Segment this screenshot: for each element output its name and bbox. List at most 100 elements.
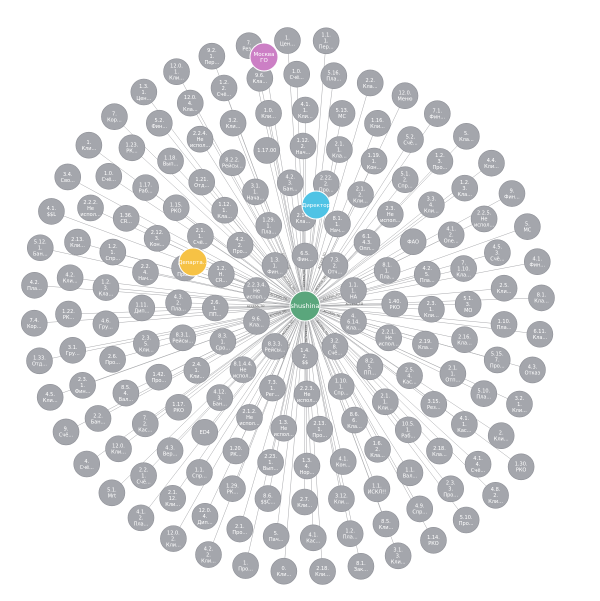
center-node[interactable]: shushina — [289, 290, 321, 322]
graph-node[interactable]: 1.36.CR... — [112, 205, 140, 232]
graph-node[interactable]: 2.5.4.Кас... — [396, 362, 423, 390]
node-circle[interactable] — [69, 372, 96, 399]
node-circle[interactable] — [52, 418, 80, 446]
node-circle[interactable] — [276, 169, 304, 197]
graph-node[interactable]: 2.1.1.Кла... — [326, 136, 353, 163]
node-circle[interactable] — [470, 205, 498, 233]
graph-node[interactable]: 1.1.Вал... — [396, 459, 424, 487]
node-circle[interactable] — [519, 356, 546, 384]
graph-node[interactable]: 1.29.РК... — [219, 475, 246, 502]
graph-node[interactable]: 5.12.1.Бан... — [26, 234, 54, 262]
node-circle[interactable] — [163, 58, 190, 86]
graph-node[interactable]: 1.6.2.Кла... — [364, 436, 391, 463]
graph-node[interactable]: 1.17.00 — [253, 137, 281, 164]
graph-node[interactable]: 5.10.Про... — [452, 506, 480, 534]
node-circle[interactable] — [426, 437, 453, 465]
hub-circle[interactable] — [301, 190, 331, 220]
node-circle[interactable] — [191, 502, 219, 530]
graph-node[interactable]: 8.5.4.Вал... — [112, 379, 140, 407]
node-circle[interactable] — [54, 163, 82, 191]
node-circle[interactable] — [373, 257, 401, 284]
node-circle[interactable] — [464, 450, 492, 478]
node-circle[interactable] — [26, 347, 53, 375]
graph-node[interactable]: 4.1.Кас... — [299, 524, 327, 552]
node-circle[interactable] — [327, 373, 355, 400]
node-circle[interactable] — [198, 42, 226, 70]
graph-node[interactable]: 1.10.1.Спр... — [327, 373, 355, 400]
graph-node[interactable]: 4.3.Вер... — [156, 437, 184, 464]
graph-node[interactable]: 2.13.1.Про... — [306, 415, 334, 443]
graph-node[interactable]: 1.Кли... — [75, 131, 103, 159]
graph-node[interactable]: 4.1.2.Пла... — [127, 504, 155, 532]
graph-node[interactable]: 4.6.Гру... — [92, 310, 120, 338]
node-circle[interactable] — [396, 459, 424, 487]
graph-node[interactable]: 4.12.3.Бан... — [206, 384, 234, 411]
node-circle[interactable] — [262, 522, 290, 550]
node-circle[interactable] — [528, 284, 555, 312]
node-circle[interactable] — [255, 99, 282, 127]
node-circle[interactable] — [420, 526, 447, 554]
graph-node[interactable]: 2.5.Кли... — [490, 274, 518, 302]
graph-node[interactable]: 9.6.Кла... — [243, 308, 270, 335]
graph-node[interactable]: 1.2.Н.CR... — [208, 260, 235, 288]
node-circle[interactable] — [186, 459, 213, 486]
node-circle[interactable] — [324, 210, 351, 238]
node-circle[interactable] — [321, 252, 349, 279]
graph-node[interactable]: 1.12.1.Кла... — [211, 196, 238, 224]
graph-node[interactable]: 1.10.Пла... — [490, 311, 518, 338]
graph-node[interactable]: 1.23.РК... — [118, 134, 146, 162]
node-circle[interactable] — [99, 346, 126, 373]
graph-node[interactable]: 5.1.Mrt — [98, 479, 126, 507]
node-circle[interactable] — [38, 198, 65, 225]
node-circle[interactable] — [291, 488, 318, 516]
hub-node[interactable]: Директор — [301, 190, 331, 220]
node-circle[interactable] — [210, 74, 238, 102]
graph-node[interactable]: 2.3.1.Фин... — [69, 372, 96, 399]
node-circle[interactable] — [206, 384, 234, 411]
node-circle[interactable] — [253, 137, 281, 164]
node-circle[interactable] — [64, 228, 91, 256]
node-circle[interactable] — [291, 342, 319, 370]
graph-node[interactable]: 1.21.Отд... — [188, 168, 216, 196]
graph-node[interactable]: 8.2.5.ПП... — [356, 353, 384, 381]
graph-node[interactable]: 1.30.РКО — [507, 453, 535, 481]
node-circle[interactable] — [243, 277, 270, 304]
graph-node[interactable]: 4.1.Кон... — [329, 448, 357, 475]
node-circle[interactable] — [99, 238, 127, 266]
node-circle[interactable] — [451, 411, 478, 438]
node-circle[interactable] — [26, 234, 54, 262]
graph-node[interactable]: 4.2.Пла... — [21, 271, 48, 299]
hub-node[interactable]: Департа... — [178, 247, 208, 277]
node-circle[interactable] — [112, 379, 140, 407]
graph-node[interactable]: 9.Счё... — [52, 418, 80, 446]
node-circle[interactable] — [381, 290, 409, 318]
graph-node[interactable]: 1.19.1.Кон... — [360, 147, 388, 175]
node-circle[interactable] — [328, 485, 355, 513]
graph-node[interactable]: 4.1.2.One... — [437, 221, 465, 249]
graph-node[interactable]: 8.6.$$C... — [254, 485, 282, 512]
graph-node[interactable]: 7.3.2.Отч... — [321, 252, 349, 279]
node-circle[interactable] — [437, 221, 465, 249]
node-circle[interactable] — [36, 384, 64, 411]
graph-node[interactable]: 2.1.2.Неиспол... — [236, 404, 263, 431]
graph-node[interactable]: 1.33.Отд... — [26, 347, 53, 375]
graph-node[interactable]: 1.22.РК... — [55, 300, 82, 328]
node-circle[interactable] — [270, 414, 298, 442]
graph-node[interactable]: 4.2.3.Бан... — [276, 169, 304, 197]
node-circle[interactable] — [484, 239, 511, 266]
node-circle[interactable] — [498, 180, 526, 207]
node-circle[interactable] — [506, 390, 533, 418]
node-circle[interactable] — [259, 374, 286, 402]
node-circle[interactable] — [236, 404, 263, 431]
node-circle[interactable] — [130, 78, 158, 106]
graph-node[interactable]: 1.2.1.Спр... — [99, 238, 127, 266]
node-circle[interactable] — [526, 320, 554, 348]
node-circle[interactable] — [451, 174, 479, 202]
graph-node[interactable]: 3.1.1.Нача... — [242, 178, 269, 206]
graph-node[interactable]: 4.2.5.Пла... — [413, 260, 441, 288]
node-circle[interactable] — [478, 149, 505, 177]
node-circle[interactable] — [340, 308, 367, 335]
node-circle[interactable] — [75, 131, 103, 159]
node-circle[interactable] — [328, 100, 356, 127]
